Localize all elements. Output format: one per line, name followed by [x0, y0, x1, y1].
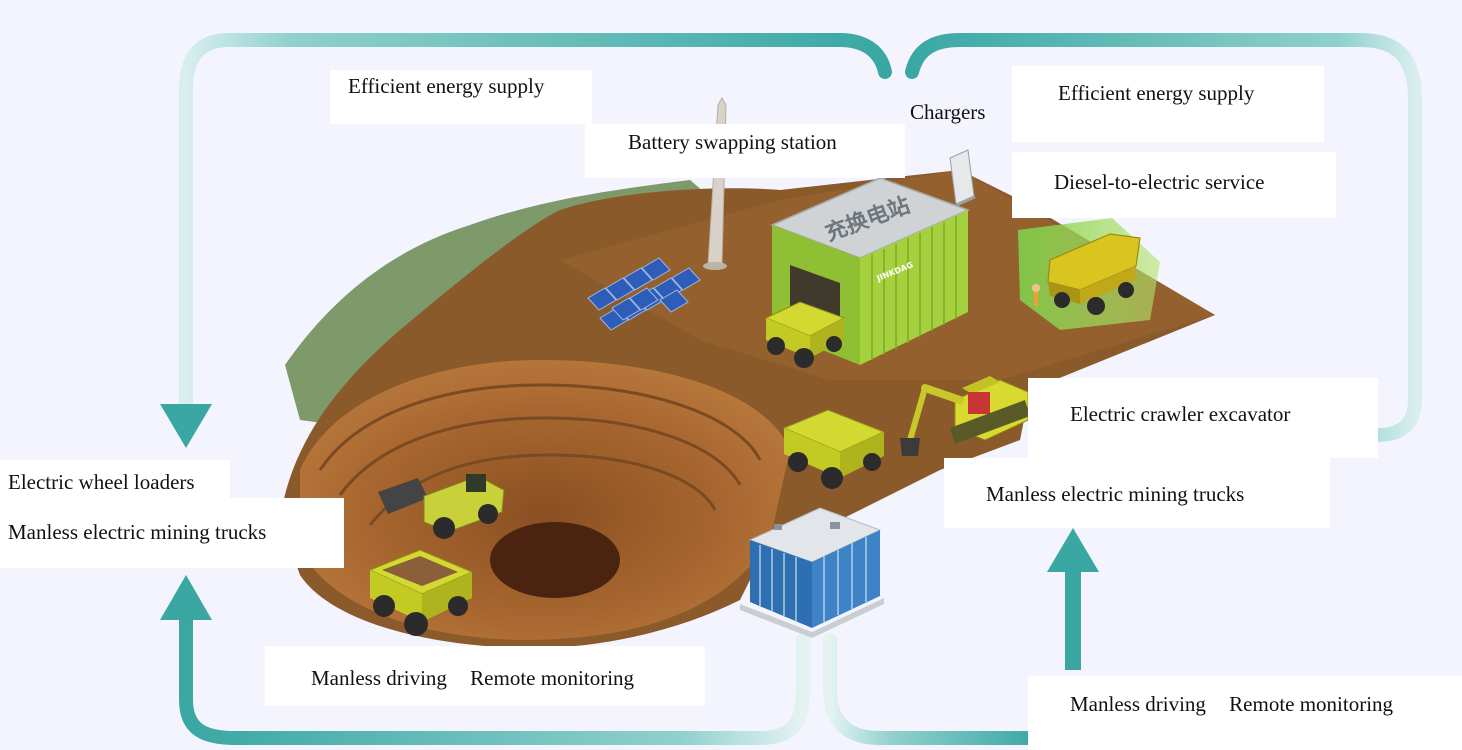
label-text: Manless driving	[1070, 692, 1206, 716]
label-text: Battery swapping station	[628, 130, 837, 154]
label-manless-electric-mining-trucks-right: Manless electric mining trucks	[944, 458, 1330, 528]
label-text: Manless electric mining trucks	[986, 482, 1245, 506]
office-building-icon	[740, 507, 884, 638]
mining-truck-icon	[368, 549, 474, 636]
label-manless-driving-remote-monitoring-right: Manless driving Remote monitoring	[1028, 676, 1462, 750]
wheel-loader-icon	[378, 474, 505, 539]
left-cycle-arrow	[160, 33, 892, 745]
right-cycle-arrow	[823, 33, 1422, 745]
label-chargers: Chargers	[900, 98, 1012, 134]
label-diesel-to-electric-service: Diesel-to-electric service	[1012, 152, 1336, 218]
label-efficient-energy-supply-right: Efficient energy supply	[1012, 66, 1324, 142]
label-efficient-energy-supply-left: Efficient energy supply	[330, 70, 592, 124]
charger-icon	[949, 149, 976, 206]
label-text: Manless driving	[311, 666, 447, 690]
label-text: Remote monitoring	[470, 666, 635, 690]
label-text: Efficient energy supply	[1058, 81, 1255, 105]
excavator-icon	[900, 376, 1030, 456]
label-electric-wheel-loaders: Electric wheel loaders	[0, 460, 230, 498]
mining-truck-icon	[764, 301, 846, 368]
label-battery-swapping-station: Battery swapping station	[585, 124, 905, 178]
label-text: Manless electric mining trucks	[8, 520, 267, 544]
solar-panel-icon	[587, 257, 701, 331]
mining-truck-icon	[782, 409, 886, 489]
label-text: Efficient energy supply	[348, 74, 545, 98]
label-manless-driving-remote-monitoring-left: Manless driving Remote monitoring	[265, 646, 705, 706]
label-text: Electric wheel loaders	[8, 470, 195, 494]
label-text: Chargers	[910, 100, 986, 124]
label-text: Diesel-to-electric service	[1054, 170, 1265, 194]
mining-truck-icon	[1032, 233, 1141, 315]
label-text: Electric crawler excavator	[1070, 402, 1291, 426]
label-manless-electric-mining-trucks-left: Manless electric mining trucks	[0, 498, 344, 568]
label-electric-crawler-excavator: Electric crawler excavator	[1028, 378, 1378, 458]
label-text: Remote monitoring	[1229, 692, 1394, 716]
